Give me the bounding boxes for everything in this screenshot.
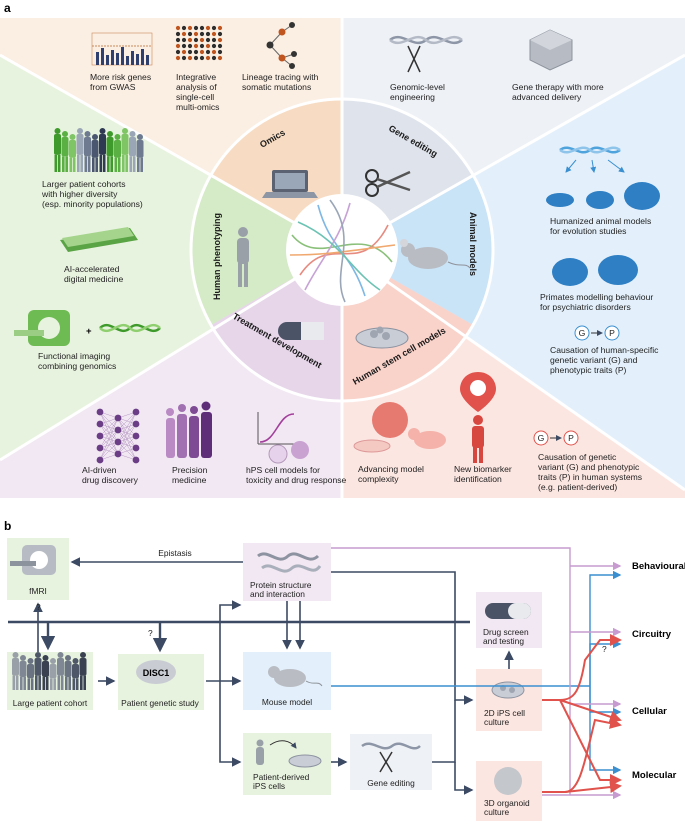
red-arrows xyxy=(542,634,622,794)
gwas-manhattan-icon xyxy=(91,32,153,66)
mri-scanner-icon xyxy=(14,310,70,346)
output-molecular: Molecular xyxy=(632,770,677,781)
svg-text:P: P xyxy=(568,433,574,443)
svg-text:P: P xyxy=(609,328,615,338)
dark-arrows xyxy=(8,557,514,795)
fmri-label: fMRI xyxy=(29,586,47,596)
phenotyping-ring xyxy=(191,175,342,325)
g-to-p-icon: G P xyxy=(574,325,620,341)
question-mark-1: ? xyxy=(36,602,41,612)
primates-icon xyxy=(552,255,638,286)
human-figure-icon xyxy=(237,227,249,287)
svg-text:G: G xyxy=(579,328,586,338)
scissors-icon xyxy=(365,169,411,197)
mouse-model-icon xyxy=(268,666,323,687)
panel-a-label: a xyxy=(4,1,11,15)
gene-editing-box xyxy=(350,734,432,790)
protein-structure-icon xyxy=(257,552,322,573)
dna-animals-icon xyxy=(546,146,660,210)
output-circuitry: Circuitry xyxy=(632,629,672,640)
cohort-people-icon xyxy=(12,652,87,690)
dna-scissors-icon xyxy=(389,35,463,73)
genetic-study-label: Patient genetic study xyxy=(121,698,200,708)
gene-editing-dna-icon xyxy=(361,742,421,773)
plus-sign: + xyxy=(86,326,92,337)
panel-b-label: b xyxy=(4,519,11,533)
center-network xyxy=(286,194,398,306)
drug-capsule-icon xyxy=(485,603,531,619)
capsule-icon xyxy=(278,322,324,340)
laptop-icon xyxy=(262,170,318,198)
organoid-icon xyxy=(494,767,522,795)
capsid-icon xyxy=(529,29,573,71)
disc1-label: DISC1 xyxy=(143,668,170,678)
digital-chip-icon xyxy=(60,227,138,252)
mouse-icon xyxy=(400,239,471,269)
culture2d-box xyxy=(476,669,542,731)
segment-title-phenotyping: Human phenotyping xyxy=(212,213,222,300)
g-to-p-icon-stem: G P xyxy=(533,430,579,446)
epistasis-label: Epistasis xyxy=(158,548,192,558)
mouse-label: Mouse model xyxy=(262,697,312,707)
dose-response-icon xyxy=(257,412,309,464)
gene-editing-label: Gene editing xyxy=(367,778,415,788)
purple-arrows xyxy=(331,547,622,800)
petri-dish-icon xyxy=(355,326,409,349)
output-behavioural: Behavioural xyxy=(632,561,685,572)
multi-omics-dot-grid-icon xyxy=(175,25,223,61)
animal-models-sector xyxy=(342,55,685,490)
segment-title-animal-models: Animal models xyxy=(468,212,478,276)
biomarker-pin-icon xyxy=(460,372,496,463)
disc1-badge xyxy=(136,660,176,684)
patient-cohort-people-icon xyxy=(54,128,144,172)
question-mark-3: ? xyxy=(602,644,607,654)
neural-network-icon xyxy=(96,408,140,464)
cohort-label: Large patient cohort xyxy=(13,698,88,708)
fmri-scanner-icon xyxy=(10,545,56,575)
organoid-mouse-icon xyxy=(353,402,446,453)
dna-helix-icon xyxy=(99,323,161,333)
drug-box xyxy=(476,592,542,648)
precision-medicine-people-icon xyxy=(166,401,212,458)
lineage-tree-icon xyxy=(266,22,297,69)
question-mark-2: ? xyxy=(148,628,153,638)
ips-derivation-icon xyxy=(256,739,322,768)
svg-text:G: G xyxy=(538,433,545,443)
output-cellular: Cellular xyxy=(632,706,667,717)
culture-dish-icon xyxy=(491,681,525,699)
